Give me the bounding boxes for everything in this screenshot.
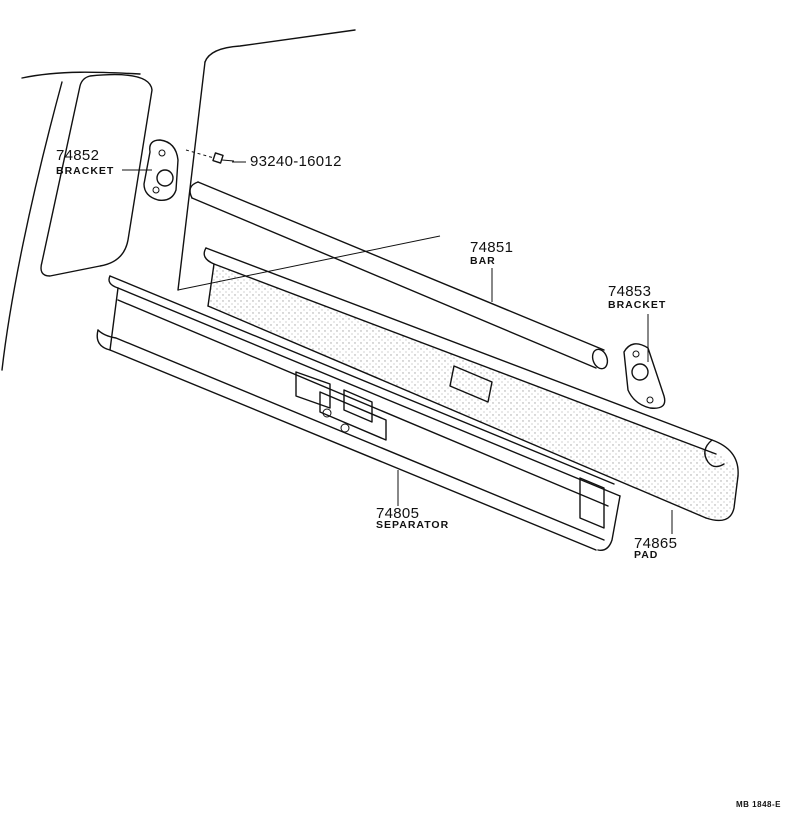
part-number-74851: 74851 <box>470 239 514 256</box>
bracket-74853-shape <box>623 343 666 409</box>
part-name-separator: SEPARATOR <box>376 519 450 531</box>
bar-74851-shape <box>189 181 609 370</box>
bolt-93240-16012-shape <box>185 149 235 164</box>
bracket-74852-shape <box>143 139 179 201</box>
part-name-bar: BAR <box>470 255 496 267</box>
pad-74865-shape <box>203 247 739 522</box>
part-number-74805: 74805 <box>376 505 420 522</box>
leader-lines <box>122 161 673 534</box>
part-name-bracket-74853: BRACKET <box>608 299 667 311</box>
reference-code: MB 1848-E <box>736 800 781 809</box>
part-name-bracket-74852: BRACKET <box>56 165 115 177</box>
part-number-74852: 74852 <box>56 147 100 164</box>
part-number-74865: 74865 <box>634 535 678 552</box>
separator-74805-shape <box>96 275 621 551</box>
part-name-pad: PAD <box>634 549 659 561</box>
part-number-74853: 74853 <box>608 283 652 300</box>
vehicle-body-outline <box>1 29 441 371</box>
part-number-93240-16012: 93240-16012 <box>250 153 342 170</box>
